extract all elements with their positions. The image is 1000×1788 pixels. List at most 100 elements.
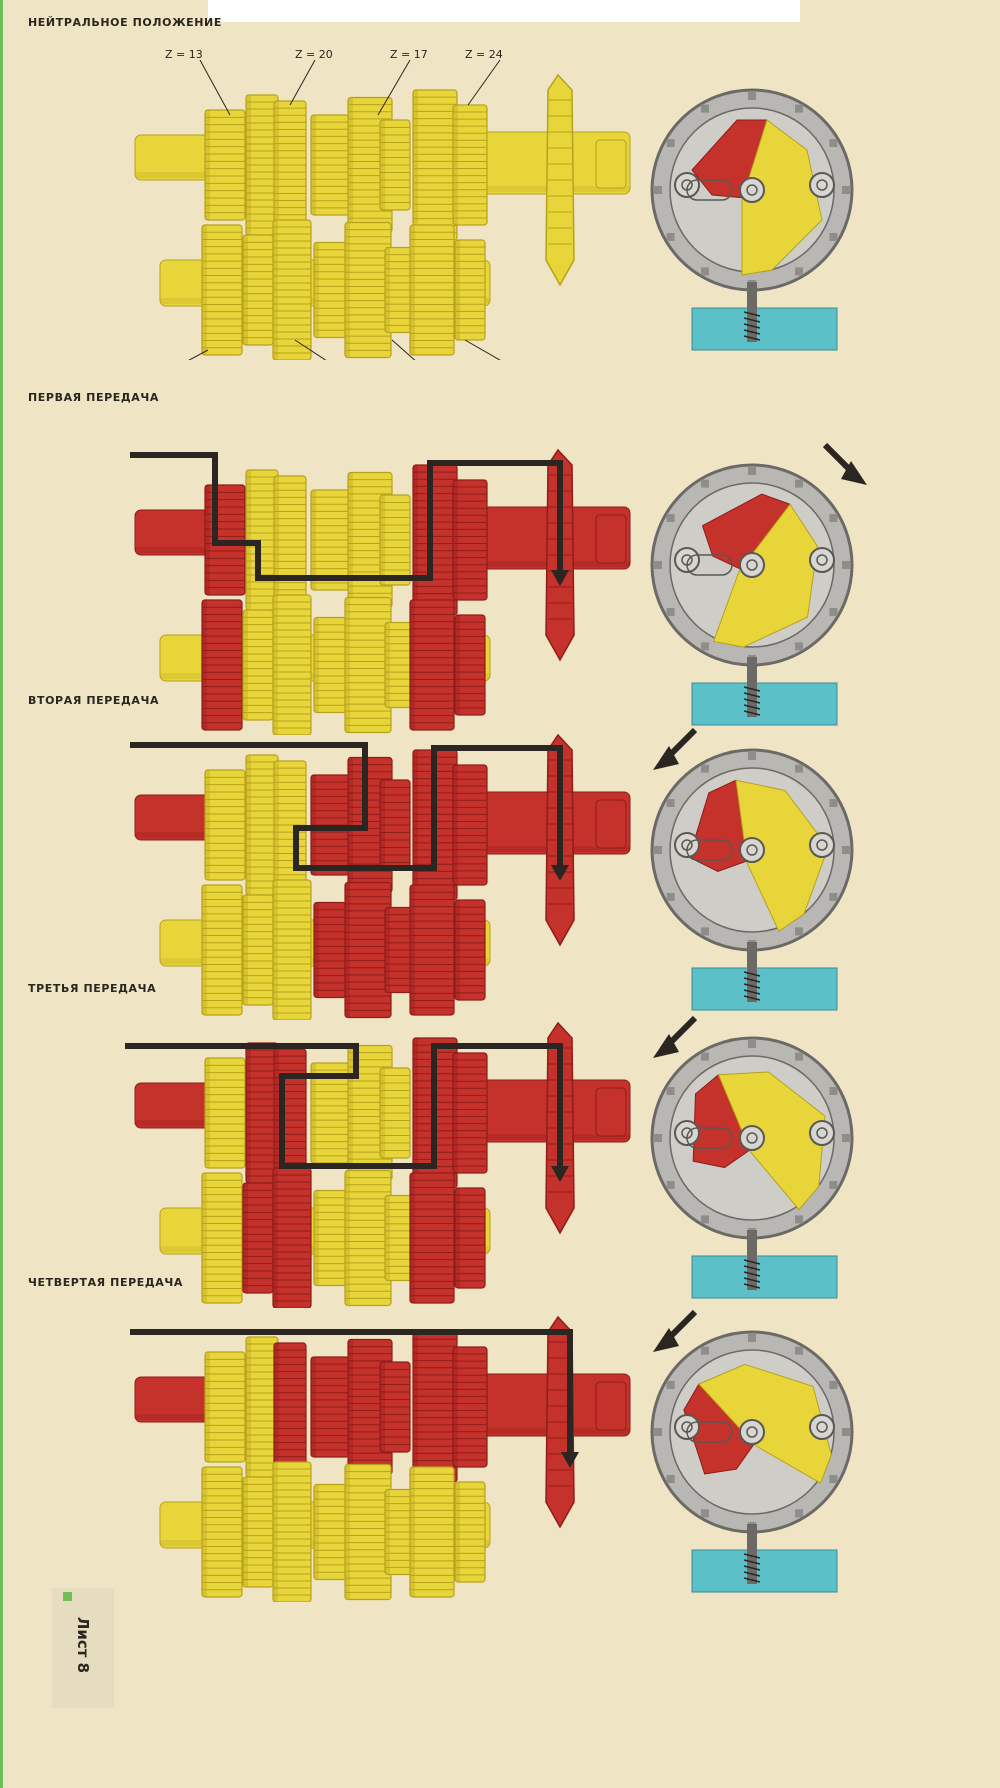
lay-gear: [201, 1172, 243, 1304]
lay-gear: [242, 609, 274, 721]
detent-plunger: [747, 282, 757, 342]
detent-spring: [743, 329, 761, 335]
lay-gear: [272, 879, 312, 1020]
detent-plunger: [747, 1524, 757, 1584]
detent-spring: [743, 1259, 761, 1265]
sheet-tab: Лист 8: [52, 1588, 114, 1708]
drum-pin: [809, 172, 835, 198]
main-gear: [379, 1361, 411, 1453]
main-gear: [273, 100, 307, 230]
drum-slot: [686, 839, 733, 861]
lay-gear: [242, 1476, 274, 1588]
main-gear: [379, 119, 411, 211]
main-gear: [379, 494, 411, 586]
shaft-end: [595, 1381, 627, 1431]
lay-gear: [344, 1463, 392, 1601]
main-gear: [245, 1042, 279, 1184]
z-tooth-label: Z = 28: [140, 358, 178, 360]
drum-slot: [686, 179, 733, 201]
main-gear: [273, 1048, 307, 1178]
detent-spring: [743, 704, 761, 710]
drum-segments: [683, 1363, 832, 1484]
main-gear: [245, 1336, 279, 1478]
detent-spring: [743, 1283, 761, 1289]
drum-pin: [739, 552, 765, 578]
lay-gear: [409, 884, 455, 1016]
detent-spring: [743, 1577, 761, 1583]
leader-line: [467, 59, 501, 106]
rotation-arrow-head: [653, 1034, 679, 1058]
z-tooth-label: Z = 17: [390, 48, 428, 61]
lay-gear: [242, 894, 274, 1006]
yellow-segment: [698, 1363, 832, 1484]
drum-pin: [674, 832, 700, 858]
rotation-arrow-head: [653, 746, 679, 770]
main-gear: [204, 1351, 246, 1463]
section-title: ВТОРАЯ ПЕРЕДАЧА: [28, 694, 160, 707]
yellow-segment: [717, 1071, 826, 1211]
rotation-arrow-head: [653, 1328, 679, 1352]
detent-spring: [743, 1571, 761, 1577]
main-gear: [310, 489, 350, 591]
main-gear: [412, 464, 458, 616]
lay-gear: [313, 901, 347, 999]
detent-base: [691, 307, 838, 351]
detent-base: [691, 682, 838, 726]
detent-spring: [743, 1277, 761, 1283]
lay-gear: [409, 224, 455, 356]
yellow-segment: [735, 779, 829, 933]
lay-gear: [313, 241, 347, 339]
yellow-segment: [712, 503, 818, 648]
power-out-arrow: [551, 865, 569, 881]
section-title: НЕЙТРАЛЬНОЕ ПОЛОЖЕНИЕ: [28, 16, 222, 29]
power-path-line: [130, 742, 563, 871]
gearbox-diagram: [130, 727, 854, 1020]
detent-spring: [743, 311, 761, 317]
main-gear: [310, 1356, 350, 1458]
power-out-arrow: [551, 1166, 569, 1182]
main-gear: [245, 94, 279, 236]
detent-spring: [743, 1559, 761, 1565]
power-out-arrow: [551, 570, 569, 586]
leader-line: [464, 339, 501, 360]
leader-line: [391, 339, 416, 360]
shaft-end: [595, 514, 627, 564]
detent-spring: [743, 1553, 761, 1559]
detent-spring: [743, 1565, 761, 1571]
drum-pin: [809, 832, 835, 858]
leader-line: [199, 59, 231, 116]
selector-drum: [650, 748, 854, 952]
lay-gear: [242, 1182, 274, 1294]
z-tooth-label: Z = 13: [165, 48, 203, 61]
detent-plunger: [747, 657, 757, 717]
shaft-end: [595, 139, 627, 189]
leader-line: [294, 339, 327, 360]
gear-section-3: ВТОРАЯ ПЕРЕДАЧА: [0, 680, 1000, 1020]
main-gear: [204, 109, 246, 221]
left-green-edge: [0, 0, 3, 1788]
selector-drum: [650, 88, 854, 292]
lay-gear: [201, 884, 243, 1016]
main-gear: [412, 89, 458, 241]
detent-spring: [743, 698, 761, 704]
lay-gear: [242, 234, 274, 346]
detent-spring: [743, 317, 761, 323]
detent-spring: [743, 686, 761, 692]
sheet-green-mark: [63, 1592, 72, 1601]
section-title: ПЕРВАЯ ПЕРЕДАЧА: [28, 391, 159, 404]
detent-spring: [743, 977, 761, 983]
lay-gear: [313, 1483, 347, 1581]
shaft-end: [595, 799, 627, 849]
drum-pin: [674, 172, 700, 198]
drum-slot: [686, 1127, 733, 1149]
gearbox-diagram: [130, 442, 867, 735]
lay-gear: [454, 1481, 486, 1583]
drum-slot: [686, 1421, 733, 1443]
drum-pin: [739, 837, 765, 863]
lay-gear: [454, 614, 486, 716]
drum-pin: [739, 1125, 765, 1151]
main-gear: [204, 1057, 246, 1169]
lay-gear: [409, 1466, 455, 1598]
main-gear: [273, 475, 307, 605]
